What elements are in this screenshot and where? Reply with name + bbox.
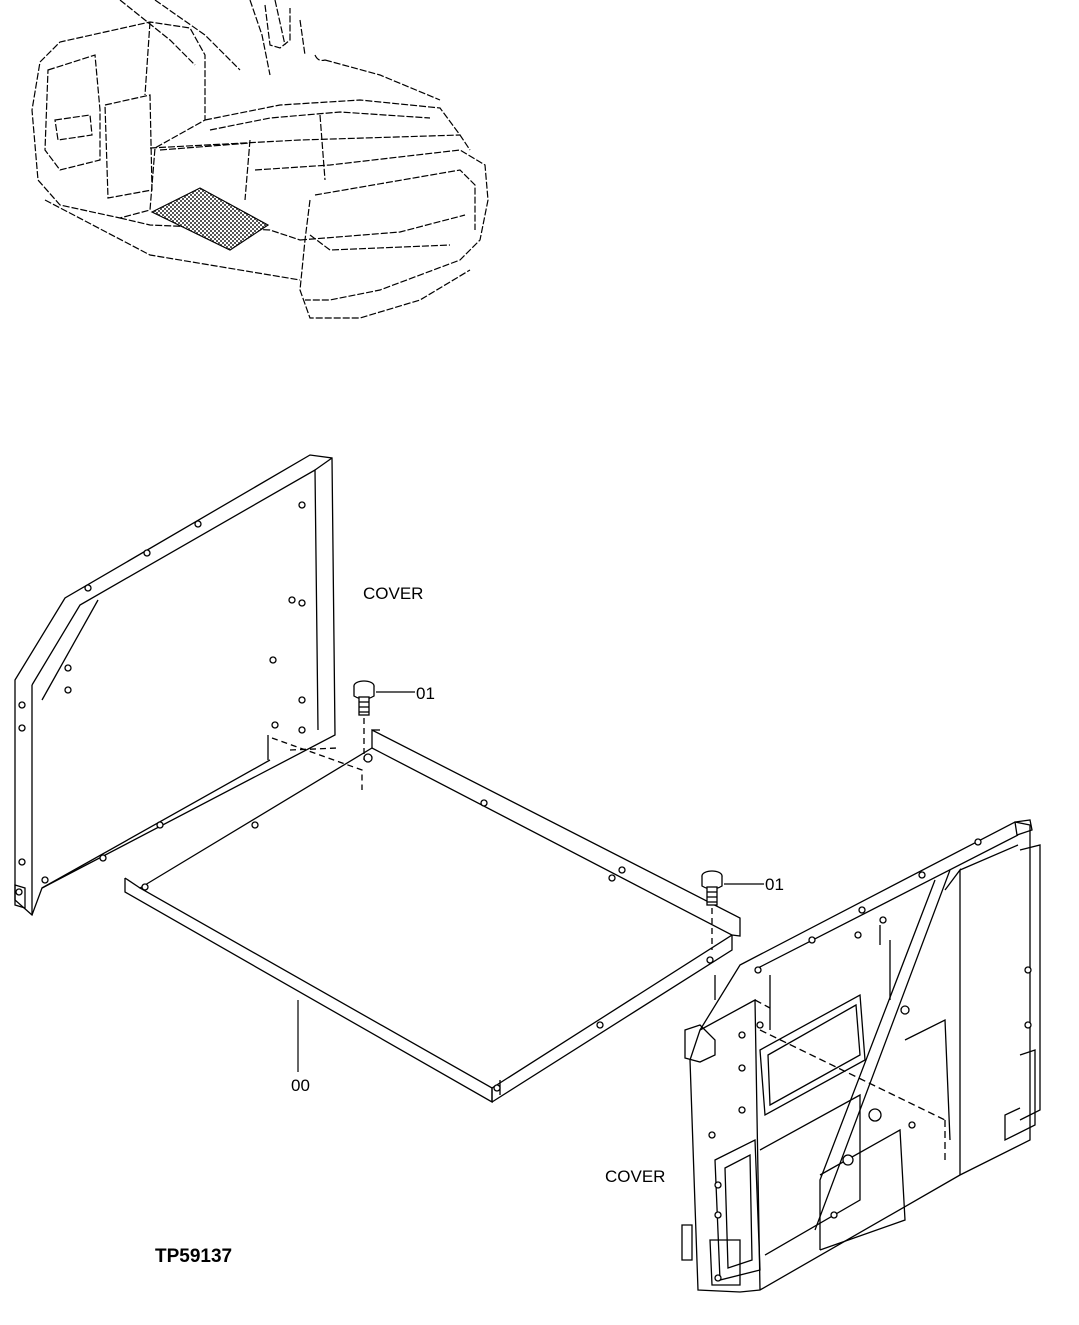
label-part-01-lower: 01	[765, 875, 784, 894]
label-cover-upper: COVER	[363, 584, 424, 603]
figure-id: TP59137	[155, 1246, 233, 1267]
label-cover-lower: COVER	[605, 1167, 666, 1186]
under-cover-tray	[124, 728, 741, 1104]
bolt-upper	[353, 680, 375, 760]
label-part-00: 00	[291, 1076, 310, 1095]
right-cover-panel	[681, 819, 1041, 1293]
highlighted-undercover-area	[150, 187, 270, 251]
label-part-01-upper: 01	[416, 684, 435, 703]
left-cover-panel	[14, 454, 363, 917]
bolt-lower	[701, 870, 723, 950]
excavator-locator-view	[31, 0, 489, 319]
